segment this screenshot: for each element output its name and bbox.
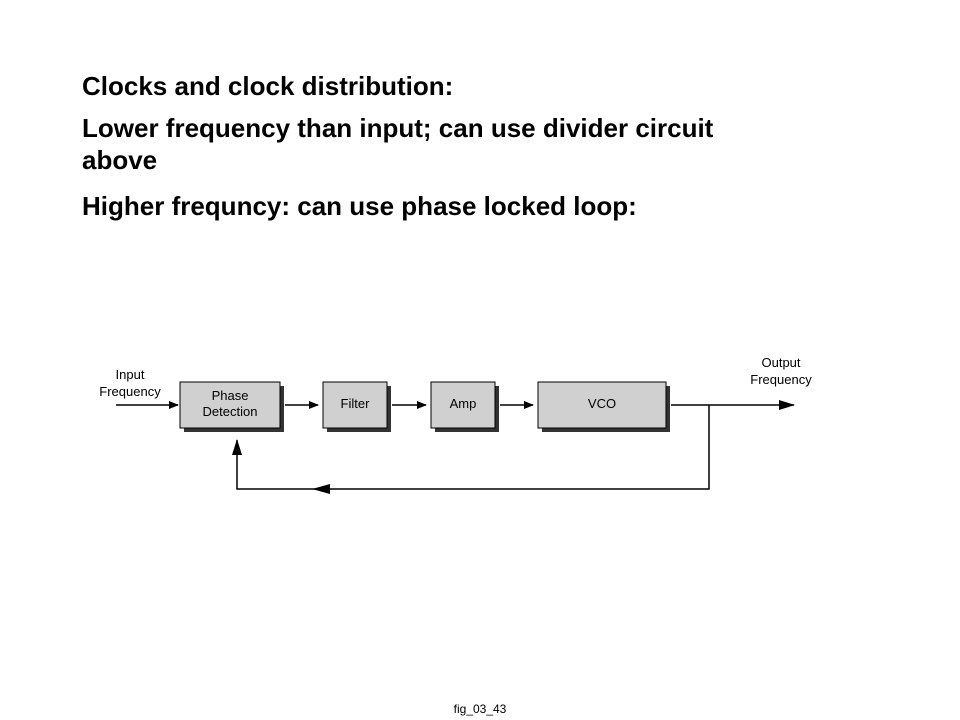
amp-label: Amp xyxy=(450,396,477,411)
feedback-path xyxy=(232,405,710,490)
vco-label: VCO xyxy=(588,396,616,411)
phase-detection-block: Phase Detection xyxy=(179,381,284,432)
figure-caption: fig_03_43 xyxy=(453,702,507,716)
slide-text: Clocks and clock distribution: Lower fre… xyxy=(82,70,722,236)
vco-block: VCO xyxy=(537,381,670,432)
output-label-line2: Frequency xyxy=(750,372,812,387)
phase-detection-label-line2: Detection xyxy=(203,404,258,419)
text-lower-frequency: Lower frequency than input; can use divi… xyxy=(82,113,714,175)
text-higher-frequency: Higher frequncy: can use phase locked lo… xyxy=(82,191,637,221)
input-label-line2: Frequency xyxy=(99,384,161,399)
amp-block: Amp xyxy=(430,381,499,432)
filter-label: Filter xyxy=(341,396,371,411)
feedback-arrow-mid xyxy=(312,484,330,494)
output-label-line1: Output xyxy=(761,355,800,370)
heading-clocks: Clocks and clock distribution: xyxy=(82,71,454,101)
input-label-line1: Input xyxy=(116,367,145,382)
phase-detection-label-line1: Phase xyxy=(212,388,249,403)
filter-block: Filter xyxy=(322,381,391,432)
